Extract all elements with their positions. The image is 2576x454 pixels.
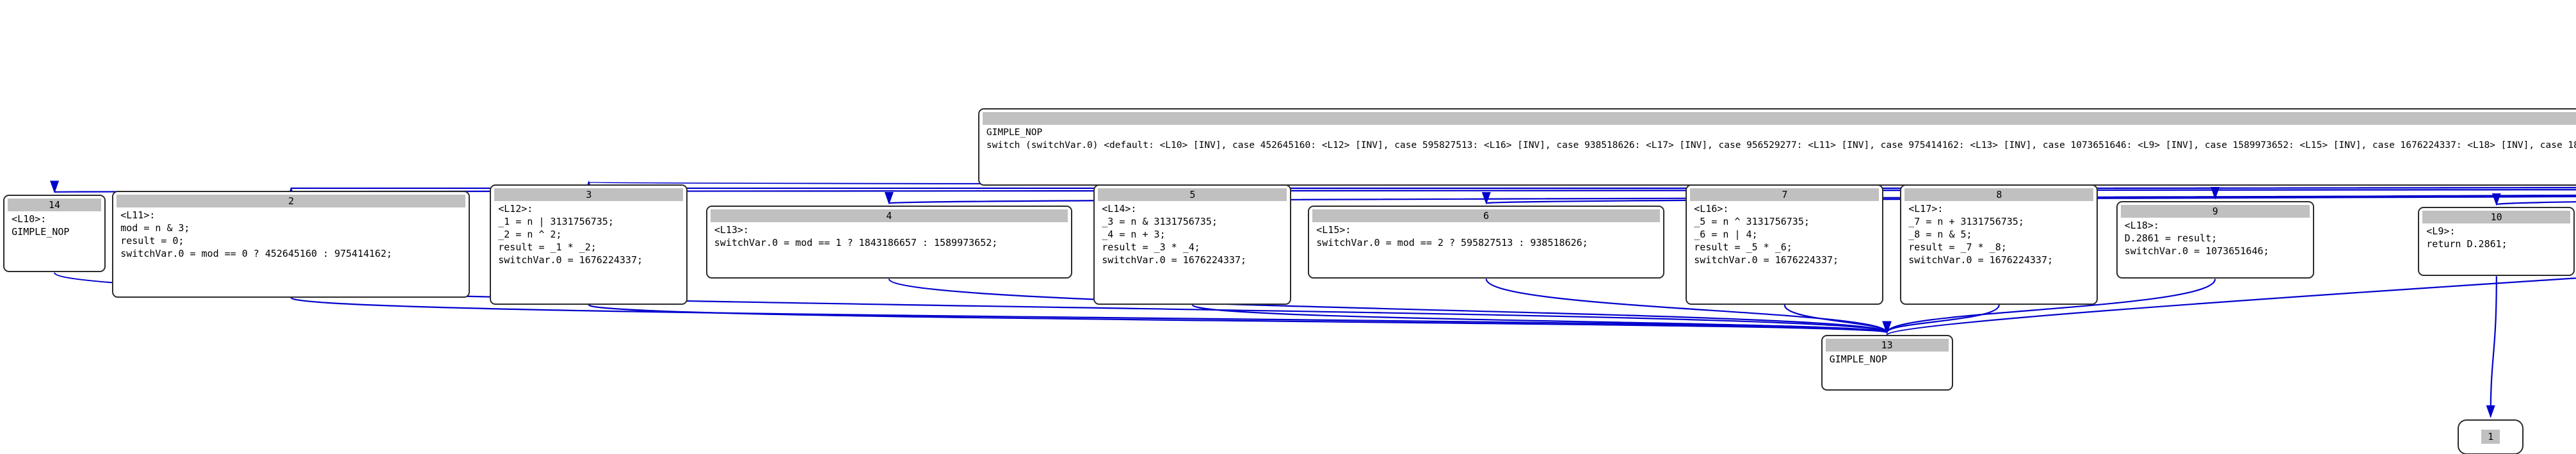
cfg-node-body: <L10>:GIMPLE_NOP: [8, 211, 101, 239]
cfg-node-14[interactable]: 14<L10>:GIMPLE_NOP: [3, 194, 106, 273]
cfg-node-statement: switchVar.0 = mod == 2 ? 595827513 : 938…: [1316, 237, 1588, 249]
cfg-node-statement: mod = n & 3;: [120, 222, 190, 234]
cfg-node-statement: GIMPLE_NOP: [986, 127, 1043, 138]
cfg-edge-2-to-13: [290, 296, 1890, 334]
cfg-node-body: <L17>:_7 = n + 3131756735;_8 = n & 5;res…: [1904, 201, 2093, 268]
cfg-node-statement: GIMPLE_NOP: [12, 225, 70, 238]
cfg-node-body: <L16>:_5 = n ^ 3131756735;_6 = n | 4;res…: [1690, 201, 1879, 268]
cfg-node-body: <L15>:switchVar.0 = mod == 2 ? 595827513…: [1312, 222, 1660, 250]
cfg-node-body: GIMPLE_NOP: [1826, 352, 1949, 367]
cfg-node-statement: switchVar.0 = 1676224337;: [498, 254, 643, 266]
cfg-node-4[interactable]: 4<L13>:switchVar.0 = mod == 1 ? 18431866…: [705, 206, 1072, 279]
cfg-edge-9-to-13: [1882, 279, 2216, 334]
cfg-node-body: <L14>:_3 = n & 3131756735;_4 = n + 3;res…: [1098, 201, 1287, 268]
cfg-node-5[interactable]: 5<L14>:_3 = n & 3131756735;_4 = n + 3;re…: [1093, 184, 1292, 305]
cfg-node-title: 4: [710, 209, 1068, 223]
cfg-node-6[interactable]: 6<L15>:switchVar.0 = mod == 2 ? 59582751…: [1308, 206, 1664, 279]
cfg-edge-10-to-1: [2486, 276, 2497, 418]
cfg-node-statement: <L14>:: [1102, 203, 1137, 215]
cfg-node-title: 2: [117, 194, 466, 207]
cfg-node-statement: result = 0;: [120, 234, 184, 247]
cfg-node-statement: GIMPLE_NOP: [1829, 353, 1887, 366]
cfg-node-title: 8: [1904, 188, 2094, 202]
cfg-node-statement: result = _1 * _2;: [498, 241, 597, 254]
cfg-node-title: 12: [982, 111, 2576, 125]
cfg-node-3[interactable]: 3<L12>:_1 = n | 3131756735;_2 = n ^ 2;re…: [490, 184, 688, 305]
cfg-node-statement: <L15>:: [1316, 224, 1351, 236]
cfg-node-statement: _8 = n & 5;: [1908, 229, 1972, 241]
cfg-node-title: 10: [2422, 211, 2571, 224]
cfg-node-statement: _2 = n ^ 2;: [498, 229, 562, 241]
cfg-node-1[interactable]: 1: [2458, 419, 2524, 454]
cfg-node-statement: switchVar.0 = 1676224337;: [1908, 254, 2054, 266]
cfg-node-statement: switchVar.0 = mod == 0 ? 452645160 : 975…: [120, 247, 392, 259]
cfg-edge-5-to-13: [1191, 304, 1891, 334]
cfg-node-statement: _5 = n ^ 3131756735;: [1694, 216, 1810, 228]
cfg-edge-3-to-13: [588, 304, 1890, 334]
cfg-node-statement: switch (switchVar.0) <default: <L10> [IN…: [986, 140, 2576, 150]
cfg-node-statement: switchVar.0 = 1676224337;: [1102, 254, 1247, 266]
cfg-node-statement: _7 = n + 3131756735;: [1908, 216, 2024, 228]
cfg-node-statement: <L10>:: [12, 213, 47, 225]
cfg-edge-12-to-6: [1485, 191, 2576, 205]
cfg-edge-4-to-13: [888, 278, 1891, 334]
cfg-node-2[interactable]: 2<L11>:mod = n & 3;result = 0;switchVar.…: [112, 190, 471, 298]
cfg-node-statement: D.2861 = result;: [2124, 232, 2218, 244]
cfg-node-body: <L18>:D.2861 = result;switchVar.0 = 1073…: [2121, 218, 2310, 259]
cfg-node-statement: <L12>:: [498, 203, 533, 215]
cfg-node-statement: <L9>:: [2426, 225, 2456, 238]
cfg-node-title: 6: [1312, 209, 1660, 223]
cfg-node-10[interactable]: 10<L9>:return D.2861;: [2418, 207, 2575, 277]
cfg-edge-8-to-13: [1882, 304, 2000, 334]
cfg-node-statement: <L17>:: [1908, 203, 1944, 215]
cfg-node-statement: result = _7 * _8;: [1908, 241, 2007, 254]
cfg-node-title: 7: [1690, 188, 1880, 202]
cfg-node-title: 5: [1098, 188, 1287, 202]
cfg-node-statement: return D.2861;: [2426, 238, 2508, 250]
cfg-edge-6-to-13: [1485, 279, 1892, 334]
cfg-node-body: <L9>:return D.2861;: [2422, 223, 2570, 252]
cfg-node-statement: <L11>:: [120, 209, 156, 221]
cfg-node-statement: <L13>:: [714, 224, 749, 236]
cfg-node-8[interactable]: 8<L17>:_7 = n + 3131756735;_8 = n & 5;re…: [1900, 184, 2098, 305]
cfg-node-title: 3: [494, 188, 684, 202]
cfg-node-statement: _1 = n | 3131756735;: [498, 216, 614, 228]
cfg-node-title: 14: [8, 198, 101, 211]
cfg-node-statement: switchVar.0 = 1073651646;: [2124, 245, 2269, 257]
cfg-node-statement: switchVar.0 = 1676224337;: [1694, 254, 1839, 266]
cfg-edge-12-to-9: [2214, 186, 2576, 200]
cfg-node-title: 13: [1825, 339, 1949, 352]
cfg-node-title: 1: [2481, 430, 2500, 444]
cfg-node-body: <L13>:switchVar.0 = mod == 1 ? 184318665…: [711, 222, 1068, 250]
cfg-node-body: <L11>:mod = n & 3;result = 0;switchVar.0…: [117, 207, 465, 261]
cfg-node-7[interactable]: 7<L16>:_5 = n ^ 3131756735;_6 = n | 4;re…: [1686, 184, 1884, 305]
cfg-node-statement: <L18>:: [2124, 219, 2159, 231]
cfg-node-statement: _3 = n & 3131756735;: [1102, 216, 1218, 228]
cfg-node-statement: <L16>:: [1694, 203, 1729, 215]
cfg-node-body: <L12>:_1 = n | 3131756735;_2 = n ^ 2;res…: [494, 201, 683, 268]
cfg-node-statement: switchVar.0 = mod == 1 ? 1843186657 : 15…: [714, 237, 998, 249]
cfg-node-statement: _4 = n + 3;: [1102, 229, 1166, 241]
cfg-node-title: 9: [2120, 204, 2310, 218]
cfg-node-9[interactable]: 9<L18>:D.2861 = result;switchVar.0 = 107…: [2116, 200, 2314, 279]
cfg-node-statement: result = _5 * _6;: [1694, 241, 1792, 254]
cfg-node-statement: result = _3 * _4;: [1102, 241, 1200, 254]
cfg-edge-13-to-12: [1886, 277, 2576, 336]
cfg-node-statement: _6 = n | 4;: [1694, 229, 1758, 241]
